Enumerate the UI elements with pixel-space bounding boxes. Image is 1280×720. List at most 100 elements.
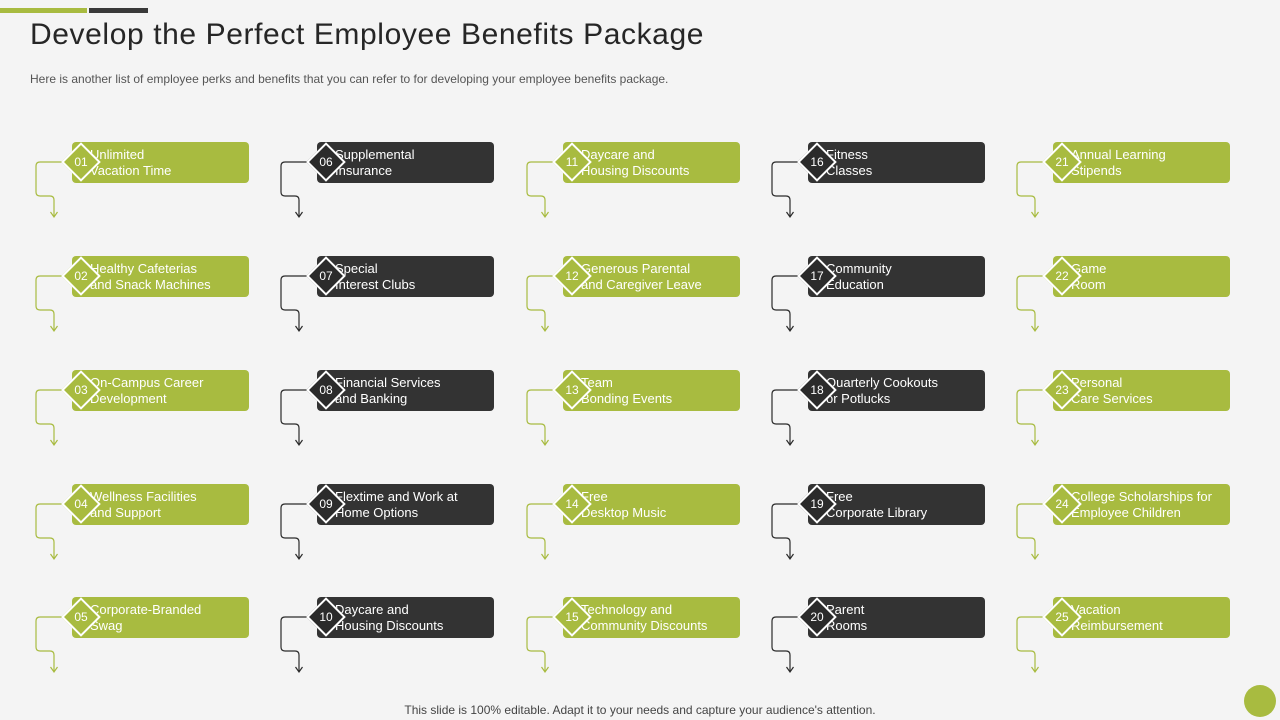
- benefit-label-box: Fitness Classes: [808, 142, 985, 183]
- benefit-number: 21: [1055, 155, 1069, 169]
- benefit-label-box: Daycare and Housing Discounts: [563, 142, 740, 183]
- benefit-label-box: Daycare and Housing Discounts: [317, 597, 494, 638]
- benefit-number: 20: [810, 610, 824, 624]
- benefit-number: 04: [74, 497, 88, 511]
- benefit-number: 07: [319, 269, 333, 283]
- benefit-number: 09: [319, 497, 333, 511]
- benefit-number: 25: [1055, 610, 1069, 624]
- connector-arrow: [526, 503, 561, 561]
- benefit-label-box: College Scholarships for Employee Childr…: [1053, 484, 1230, 525]
- accent-bar-green: [0, 8, 87, 13]
- benefit-item: College Scholarships for Employee Childr…: [981, 484, 1230, 564]
- connector-arrow: [35, 389, 70, 447]
- benefit-number: 18: [810, 383, 824, 397]
- connector-arrow: [771, 503, 806, 561]
- benefit-number: 23: [1055, 383, 1069, 397]
- benefit-label-box: Team Bonding Events: [563, 370, 740, 411]
- benefit-number: 01: [74, 155, 88, 169]
- benefit-label-box: Healthy Cafeterias and Snack Machines: [72, 256, 249, 297]
- benefit-number: 03: [74, 383, 88, 397]
- benefit-number: 11: [565, 155, 579, 169]
- connector-arrow: [280, 389, 315, 447]
- connector-arrow: [1016, 503, 1051, 561]
- corner-circle-decoration: [1244, 685, 1276, 717]
- connector-arrow: [526, 275, 561, 333]
- benefit-number: 16: [810, 155, 824, 169]
- connector-arrow: [35, 616, 70, 674]
- benefit-label-box: Vacation Reimbursement: [1053, 597, 1230, 638]
- connector-arrow: [526, 389, 561, 447]
- connector-arrow: [526, 616, 561, 674]
- connector-arrow: [771, 161, 806, 219]
- benefit-number: 19: [810, 497, 824, 511]
- benefit-number: 08: [319, 383, 333, 397]
- benefit-label-box: Generous Parental and Caregiver Leave: [563, 256, 740, 297]
- benefit-number: 15: [565, 610, 579, 624]
- connector-arrow: [1016, 616, 1051, 674]
- benefit-label-box: Special Interest Clubs: [317, 256, 494, 297]
- connector-arrow: [35, 161, 70, 219]
- benefit-label-box: Supplemental Insurance: [317, 142, 494, 183]
- page-title: Develop the Perfect Employee Benefits Pa…: [30, 18, 705, 51]
- connector-arrow: [526, 161, 561, 219]
- benefit-label-box: Free Desktop Music: [563, 484, 740, 525]
- benefit-number: 17: [810, 269, 824, 283]
- accent-bar-dark: [89, 8, 148, 13]
- benefit-label-box: Community Education: [808, 256, 985, 297]
- benefit-label-box: On-Campus Career Development: [72, 370, 249, 411]
- connector-arrow: [771, 616, 806, 674]
- benefit-number: 10: [319, 610, 333, 624]
- benefit-number: 02: [74, 269, 88, 283]
- connector-arrow: [771, 389, 806, 447]
- connector-arrow: [35, 503, 70, 561]
- connector-arrow: [1016, 389, 1051, 447]
- benefit-label-box: Wellness Facilities and Support: [72, 484, 249, 525]
- benefit-label-box: Quarterly Cookouts or Potlucks: [808, 370, 985, 411]
- connector-arrow: [280, 161, 315, 219]
- connector-arrow: [280, 503, 315, 561]
- benefit-label-box: Annual Learning Stipends: [1053, 142, 1230, 183]
- connector-arrow: [280, 275, 315, 333]
- connector-arrow: [771, 275, 806, 333]
- connector-arrow: [35, 275, 70, 333]
- benefit-label-box: Flextime and Work at Home Options: [317, 484, 494, 525]
- benefit-number: 06: [319, 155, 333, 169]
- benefit-label-box: Personal Care Services: [1053, 370, 1230, 411]
- benefit-number: 05: [74, 610, 88, 624]
- benefit-number: 22: [1055, 269, 1069, 283]
- page-subtitle: Here is another list of employee perks a…: [30, 72, 669, 86]
- benefit-number: 12: [565, 269, 579, 283]
- benefit-label-box: Unlimited Vacation Time: [72, 142, 249, 183]
- benefit-label-box: Financial Services and Banking: [317, 370, 494, 411]
- benefit-label-box: Parent Rooms: [808, 597, 985, 638]
- footer-note: This slide is 100% editable. Adapt it to…: [404, 703, 876, 717]
- connector-arrow: [1016, 161, 1051, 219]
- benefit-label-box: Free Corporate Library: [808, 484, 985, 525]
- benefit-number: 14: [565, 497, 579, 511]
- benefit-label-box: Game Room: [1053, 256, 1230, 297]
- connector-arrow: [1016, 275, 1051, 333]
